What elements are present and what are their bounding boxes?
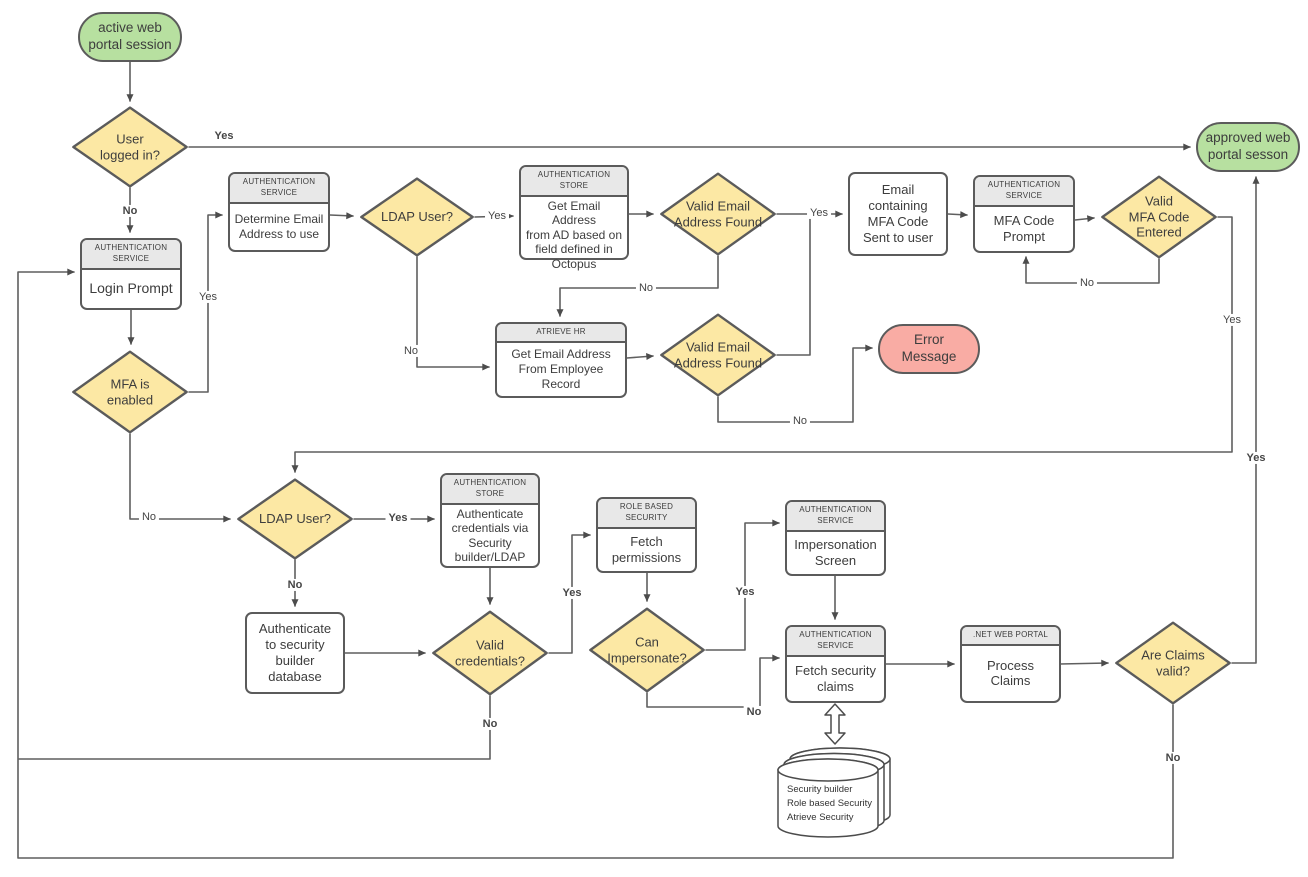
edge-label-logged-in-no: No <box>119 204 141 218</box>
process-fetch-permissions[interactable]: ROLE BASED SECURITY Fetch permissions <box>596 497 697 573</box>
edge-label-ldap2-yes: Yes <box>385 511 411 525</box>
decision-label: LDAP User? <box>258 511 331 527</box>
decision-ldap-user-1[interactable]: LDAP User? <box>359 177 475 257</box>
process-body: MFA Code Prompt <box>993 212 1055 244</box>
process-body: Fetch permissions <box>611 533 682 565</box>
process-mfa-code-prompt[interactable]: AUTHENTICATION SERVICE MFA Code Prompt <box>973 175 1075 253</box>
decision-label: Are Claims valid? <box>1141 647 1205 678</box>
process-body: Process Claims <box>987 657 1034 689</box>
decision-user-logged-in[interactable]: User logged in? <box>71 106 189 188</box>
process-fetch-claims[interactable]: AUTHENTICATION SERVICE Fetch security cl… <box>785 625 886 703</box>
process-body: Email containing MFA Code Sent to user <box>862 182 934 245</box>
decision-label: Valid Email Address Found <box>673 198 763 229</box>
approved-terminator[interactable]: approved web portal sesson <box>1196 122 1300 172</box>
decision-label: LDAP User? <box>380 209 453 225</box>
error-label: Error Message <box>901 332 957 364</box>
process-body: Authenticate to security builder databas… <box>258 621 332 684</box>
process-process-claims[interactable]: .NET WEB PORTAL Process Claims <box>960 625 1061 703</box>
decision-valid-mfa-code[interactable]: Valid MFA Code Entered <box>1100 175 1218 259</box>
process-get-email-hr[interactable]: ATRIEVE HR Get Email Address From Employ… <box>495 322 627 398</box>
decision-label: Valid MFA Code Entered <box>1128 193 1190 240</box>
start-label: active web portal session <box>88 20 172 52</box>
process-header: AUTHENTICATION SERVICE <box>787 502 884 532</box>
process-impersonation-screen[interactable]: AUTHENTICATION SERVICE Impersonation Scr… <box>785 500 886 576</box>
decision-ldap-user-2[interactable]: LDAP User? <box>236 478 354 560</box>
decision-label: Can Impersonate? <box>607 634 687 665</box>
process-email-mfa-sent[interactable]: Email containing MFA Code Sent to user <box>848 172 948 256</box>
process-body: Fetch security claims <box>795 662 876 694</box>
process-authenticate-ldap[interactable]: AUTHENTICATION STORE Authenticate creden… <box>440 473 540 568</box>
database-line: Security builder <box>787 784 853 795</box>
edge-label-mfa-enabled-no: No <box>138 510 160 524</box>
edge-label-credentials-no: No <box>479 717 501 731</box>
process-header: AUTHENTICATION STORE <box>442 475 538 505</box>
edge-label-logged-in-yes: Yes <box>211 129 237 143</box>
process-login-prompt[interactable]: AUTHENTICATION SERVICE Login Prompt <box>80 238 182 310</box>
decision-valid-email-1[interactable]: Valid Email Address Found <box>659 172 777 256</box>
edge-label-impersonate-no: No <box>743 705 765 719</box>
decision-valid-email-2[interactable]: Valid Email Address Found <box>659 313 777 397</box>
edge-label-email1-no: No <box>635 281 657 295</box>
edge-label-mfa-code-yes: Yes <box>1220 313 1244 327</box>
process-body: Login Prompt <box>89 280 173 297</box>
process-body: Get Email Address from AD based on field… <box>525 198 623 272</box>
start-terminator[interactable]: active web portal session <box>78 12 182 62</box>
edge-label-impersonate-yes: Yes <box>732 585 758 599</box>
process-authenticate-secdb[interactable]: Authenticate to security builder databas… <box>245 612 345 694</box>
process-header: AUTHENTICATION SERVICE <box>787 627 884 657</box>
process-body: Determine Email Address to use <box>234 212 324 241</box>
process-header: AUTHENTICATION SERVICE <box>975 177 1073 207</box>
edge-label-claims-yes: Yes <box>1243 451 1269 465</box>
double-arrow <box>824 703 846 745</box>
process-header: AUTHENTICATION SERVICE <box>82 240 180 270</box>
edge-label-ldap1-yes: Yes <box>485 209 509 223</box>
process-header: ATRIEVE HR <box>497 324 625 343</box>
process-body: Impersonation Screen <box>794 536 877 568</box>
process-get-email-ad[interactable]: AUTHENTICATION STORE Get Email Address f… <box>519 165 629 271</box>
process-header: AUTHENTICATION STORE <box>521 167 627 197</box>
decision-label: MFA is enabled <box>106 376 154 407</box>
edge-label-mfa-code-no: No <box>1076 276 1098 290</box>
decision-claims-valid[interactable]: Are Claims valid? <box>1114 621 1232 705</box>
process-determine-email[interactable]: AUTHENTICATION SERVICE Determine Email A… <box>228 172 330 252</box>
error-message-terminator[interactable]: Error Message <box>878 324 980 374</box>
database-cylinder <box>777 747 891 838</box>
decision-label: User logged in? <box>100 131 160 162</box>
edge-label-email1-yes: Yes <box>807 206 831 220</box>
decision-mfa-enabled[interactable]: MFA is enabled <box>71 350 189 434</box>
process-header: ROLE BASED SECURITY <box>598 499 695 529</box>
decision-label: Valid credentials? <box>454 637 526 668</box>
process-header: .NET WEB PORTAL <box>962 627 1059 646</box>
process-body: Authenticate credentials via Security bu… <box>451 506 529 565</box>
edge-label-email2-no: No <box>789 414 811 428</box>
process-header: AUTHENTICATION SERVICE <box>230 174 328 204</box>
edge-label-claims-no: No <box>1162 751 1184 765</box>
decision-can-impersonate[interactable]: Can Impersonate? <box>588 607 706 693</box>
edge-label-credentials-yes: Yes <box>559 586 585 600</box>
database-node[interactable]: Security builder Role based Security Atr… <box>787 783 879 824</box>
edge-label-mfa-enabled-yes: Yes <box>196 290 220 304</box>
process-body: Get Email Address From Employee Record <box>511 347 611 391</box>
decision-label: Valid Email Address Found <box>673 339 763 370</box>
edge-label-ldap1-no: No <box>400 344 422 358</box>
approved-label: approved web portal sesson <box>1205 130 1291 162</box>
database-line: Atrieve Security <box>787 811 854 823</box>
edge-label-ldap2-no: No <box>284 578 306 592</box>
decision-valid-credentials[interactable]: Valid credentials? <box>431 610 549 696</box>
database-line: Role based Security <box>787 797 873 809</box>
